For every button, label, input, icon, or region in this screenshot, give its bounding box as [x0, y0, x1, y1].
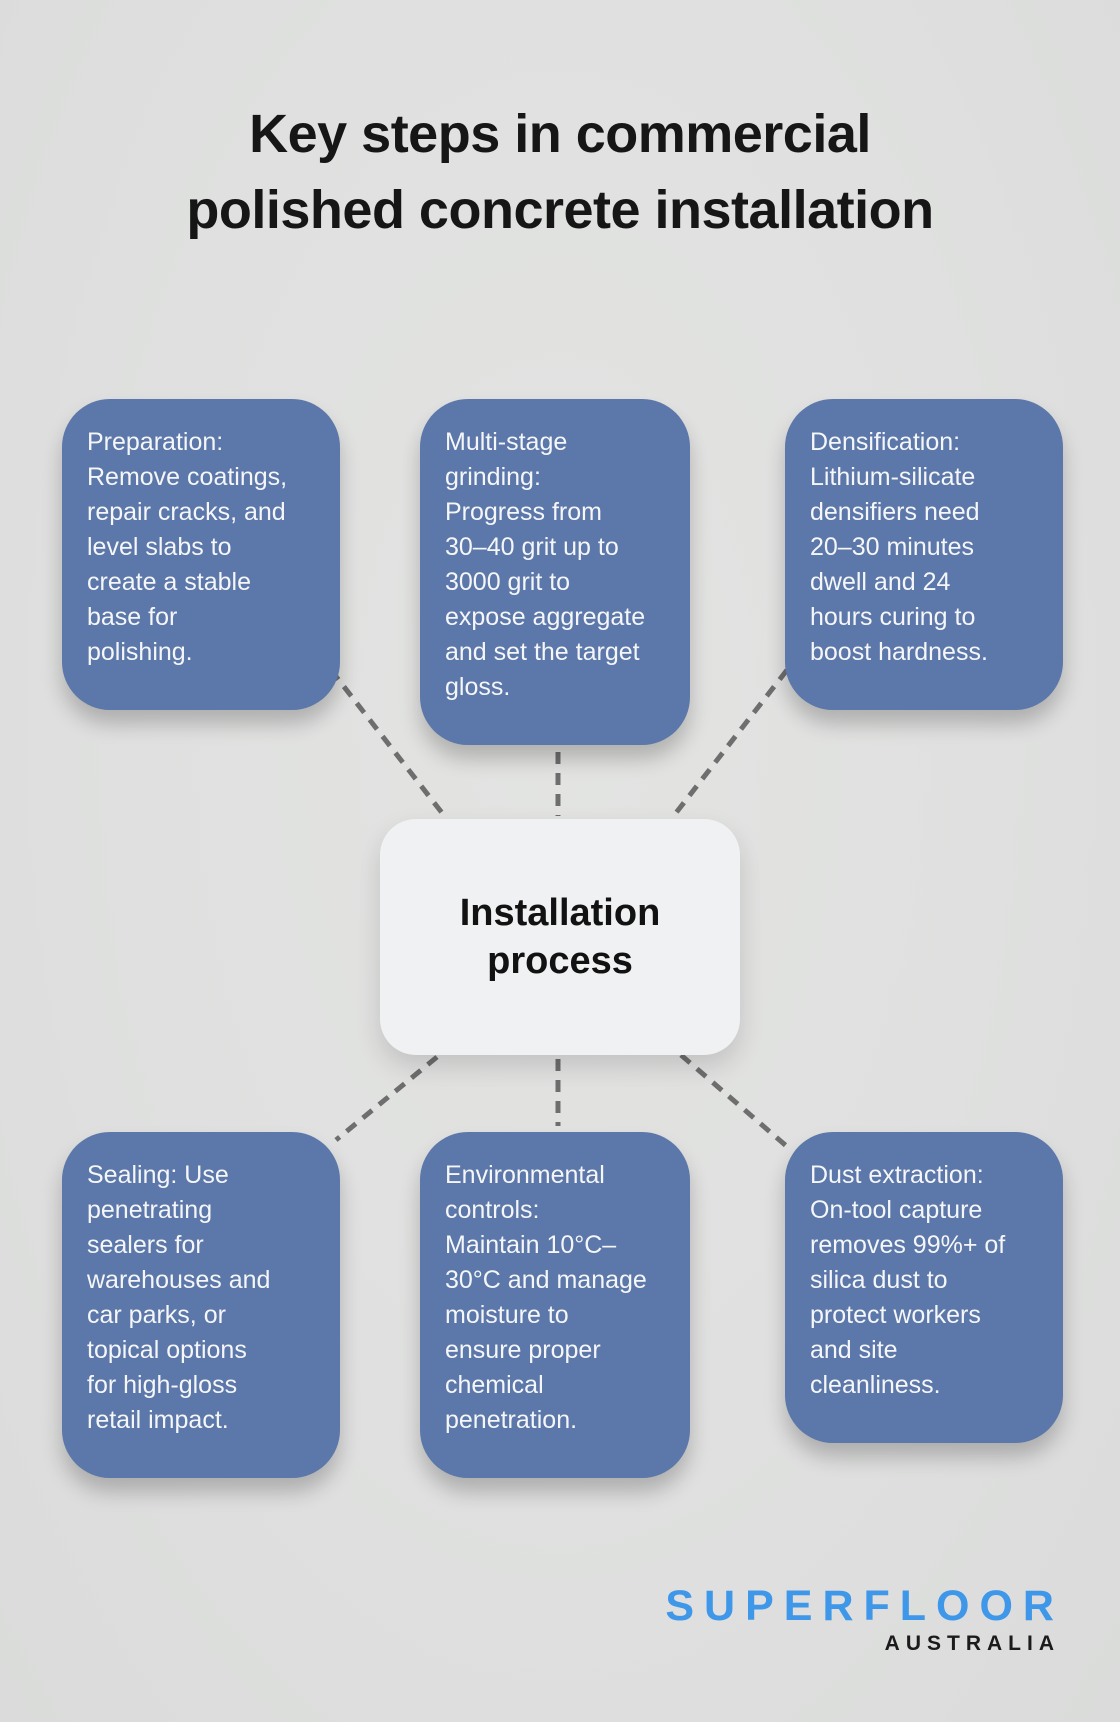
step-box-densification: Densification: Lithium-silicate densifie…: [785, 399, 1063, 710]
step-text-dust-extraction: Dust extraction: On-tool capture removes…: [810, 1161, 1006, 1399]
brand-name: SUPERFLOOR: [665, 1582, 1064, 1630]
center-node-label: Installation process: [459, 892, 661, 982]
connector-line-bottom-left: [334, 1055, 439, 1142]
brand-logo: SUPERFLOOR AUSTRALIA: [665, 1583, 1054, 1657]
infographic-title: Key steps in commercial polished concret…: [186, 104, 934, 240]
step-box-environmental-controls: Environmental controls: Maintain 10°C– 3…: [420, 1132, 690, 1478]
step-box-preparation: Preparation: Remove coatings, repair cra…: [62, 399, 340, 710]
step-box-multi-stage-grinding: Multi-stage grinding: Progress from 30–4…: [420, 399, 690, 745]
step-box-dust-extraction: Dust extraction: On-tool capture removes…: [785, 1132, 1063, 1443]
connector-line-bottom-right: [679, 1053, 793, 1152]
brand-region: AUSTRALIA: [884, 1632, 1060, 1655]
step-text-sealing: Sealing: Use penetrating sealers for war…: [87, 1161, 271, 1434]
step-box-sealing: Sealing: Use penetrating sealers for war…: [62, 1132, 340, 1478]
center-node: Installation process: [380, 819, 740, 1055]
step-text-densification: Densification: Lithium-silicate densifie…: [810, 428, 988, 666]
step-text-multi-stage-grinding: Multi-stage grinding: Progress from 30–4…: [445, 428, 646, 701]
step-text-environmental-controls: Environmental controls: Maintain 10°C– 3…: [445, 1161, 647, 1434]
step-text-preparation: Preparation: Remove coatings, repair cra…: [87, 428, 288, 666]
